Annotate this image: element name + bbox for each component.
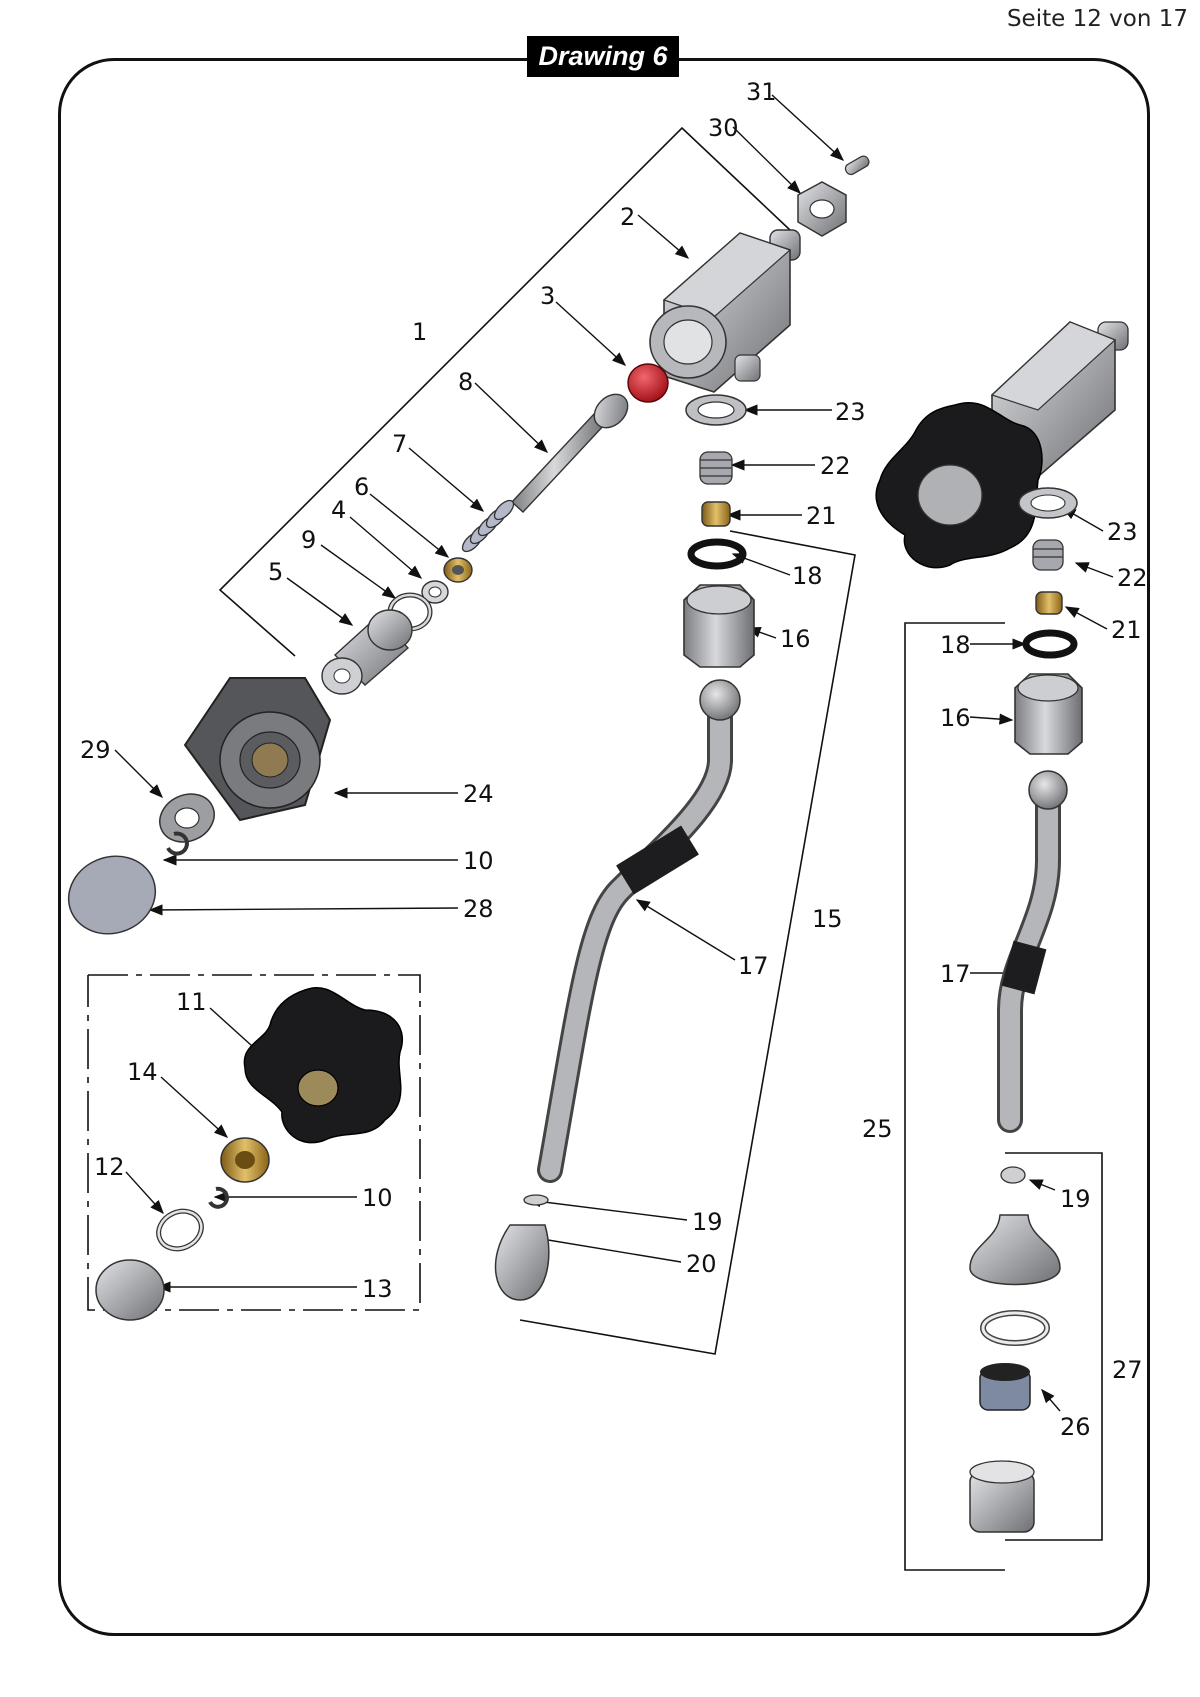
callout-7: 7 <box>392 430 407 458</box>
callout-9: 9 <box>301 526 316 554</box>
part-30-nut <box>797 181 847 237</box>
part-24-gland-nut <box>183 677 332 822</box>
callout-12: 12 <box>94 1153 125 1181</box>
leader-lines <box>114 94 1114 1412</box>
part-19-small-washer <box>523 1194 549 1206</box>
part-20-nozzle <box>494 1224 550 1301</box>
part-23-washer-b <box>1018 487 1078 519</box>
callout-4: 4 <box>331 496 346 524</box>
callout-16a: 16 <box>780 625 811 653</box>
callout-31: 31 <box>746 78 777 106</box>
part-14-bushing <box>220 1137 270 1183</box>
pipe-ball-end-b <box>1028 770 1068 810</box>
callout-17a: 17 <box>738 952 769 980</box>
callout-21a: 21 <box>806 502 837 530</box>
callout-16b: 16 <box>940 704 971 732</box>
callout-18a: 18 <box>792 562 823 590</box>
part-11-knob <box>243 987 404 1144</box>
part-16-union-nut <box>683 584 755 668</box>
part-26-aerator <box>979 1363 1031 1411</box>
part-16-union-nut-b <box>1014 673 1083 755</box>
callout-22a: 22 <box>820 452 851 480</box>
part-6-brass-bushing <box>443 557 473 583</box>
part-10-circlip <box>166 831 189 856</box>
part-13-cap <box>95 1259 165 1321</box>
callout-20: 20 <box>686 1250 717 1278</box>
callout-10a: 10 <box>463 847 494 875</box>
part-23-washer <box>685 394 747 426</box>
part-29-washer <box>159 793 215 843</box>
part-3-red-seal <box>627 363 669 403</box>
part-21-brass-nipple-b <box>1035 591 1063 615</box>
callout-29: 29 <box>80 736 111 764</box>
callout-2: 2 <box>620 203 635 231</box>
callout-3: 3 <box>540 282 555 310</box>
pipe-ball-end <box>699 679 741 721</box>
callout-27: 27 <box>1112 1356 1143 1384</box>
part-5-valve-cone <box>321 609 413 695</box>
part-17-pipe-b <box>997 777 1061 1133</box>
part-28-cap <box>67 855 157 935</box>
part-2-valve-body <box>649 229 801 393</box>
callout-8: 8 <box>458 368 473 396</box>
page-number: Seite 12 von 17 <box>1006 6 1188 32</box>
callout-23b: 23 <box>1107 518 1138 546</box>
part-22-spring <box>699 451 733 485</box>
callout-25: 25 <box>862 1115 893 1143</box>
callout-11: 11 <box>176 988 207 1016</box>
part-12-ring <box>156 1208 204 1252</box>
part-19-small-washer-b <box>1000 1166 1026 1184</box>
drawing-title: Drawing 6 <box>527 36 679 77</box>
callout-22b: 22 <box>1117 564 1148 592</box>
callout-19a: 19 <box>692 1208 723 1236</box>
callout-labels: 31 30 2 1 3 8 7 6 4 9 5 23 22 21 18 16 2… <box>80 78 1148 1441</box>
callout-13: 13 <box>362 1275 393 1303</box>
part-18-oring-b <box>1022 629 1078 659</box>
callout-6: 6 <box>354 473 369 501</box>
part-27-nozzle-body <box>969 1214 1061 1533</box>
bracket-lines <box>87 126 1103 1571</box>
part-31-pin <box>844 155 870 176</box>
callout-23a: 23 <box>835 398 866 426</box>
part-7-spring <box>461 499 515 553</box>
callout-15: 15 <box>812 905 843 933</box>
callout-14: 14 <box>127 1058 158 1086</box>
part-22-spring-b <box>1032 539 1064 571</box>
callout-1: 1 <box>412 318 427 346</box>
part-21-brass-nipple <box>701 501 731 527</box>
part-17-steam-pipe <box>537 687 733 1183</box>
callout-10b: 10 <box>362 1184 393 1212</box>
callout-28: 28 <box>463 895 494 923</box>
callout-19b: 19 <box>1060 1185 1091 1213</box>
callout-21b: 21 <box>1111 616 1142 644</box>
part-18-oring <box>687 538 747 570</box>
callout-24: 24 <box>463 780 494 808</box>
right-knob <box>875 402 1043 569</box>
part-10-circlip-b <box>208 1186 229 1209</box>
part-4-washer <box>421 580 449 604</box>
callout-18b: 18 <box>940 631 971 659</box>
part-8-spindle <box>511 393 629 513</box>
callout-5: 5 <box>268 558 283 586</box>
callout-30: 30 <box>708 114 739 142</box>
callout-17b: 17 <box>940 960 971 988</box>
callout-26: 26 <box>1060 1413 1091 1441</box>
